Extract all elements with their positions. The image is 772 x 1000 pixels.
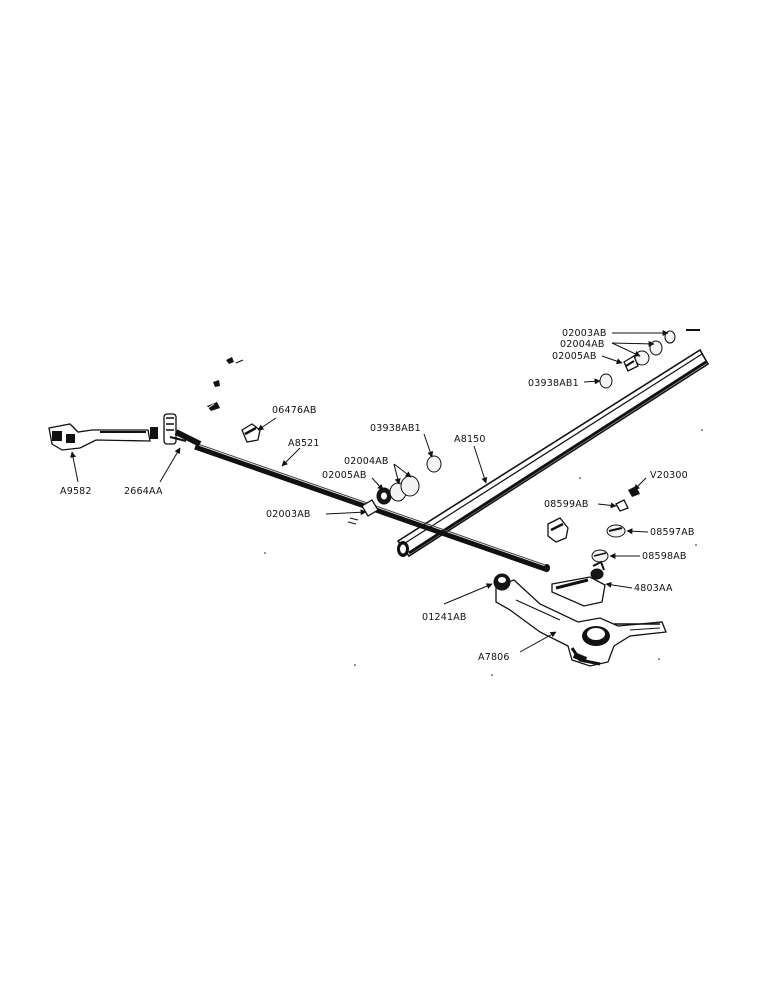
label-06476ab: 06476AB <box>272 405 317 416</box>
label-2664aa: 2664AA <box>124 486 163 497</box>
label-02005ab-top: 02005AB <box>552 351 597 362</box>
part-labels: A9582 2664AA 06476AB A8521 03938AB1 A815… <box>60 328 695 663</box>
hardware-stack-right <box>547 486 640 563</box>
label-a9582: A9582 <box>60 486 92 497</box>
nut-06476ab <box>241 423 261 443</box>
hardware-stack-middle <box>347 455 442 525</box>
label-4803aa: 4803AA <box>634 583 673 594</box>
tube-a8150 <box>396 348 710 558</box>
steering-arm-a7806 <box>493 573 667 667</box>
label-08599ab: 08599AB <box>544 499 589 510</box>
print-specks <box>264 429 703 676</box>
label-v20300: V20300 <box>650 470 688 481</box>
ball-socket-4803aa <box>551 560 606 607</box>
label-a7806: A7806 <box>478 652 510 663</box>
small-parts-left <box>207 357 244 411</box>
clevis-a9582 <box>48 423 158 451</box>
label-02004ab-mid: 02004AB <box>344 456 389 467</box>
label-08598ab: 08598AB <box>642 551 687 562</box>
label-a8150: A8150 <box>454 434 486 445</box>
label-08597ab: 08597AB <box>650 527 695 538</box>
label-03938ab1-top: 03938AB1 <box>528 378 579 389</box>
label-03938ab1-mid: 03938AB1 <box>370 423 421 434</box>
label-a8521: A8521 <box>288 438 320 449</box>
label-02004ab-top: 02004AB <box>560 339 605 350</box>
leader-lines <box>70 330 669 653</box>
label-01241ab: 01241AB <box>422 612 467 623</box>
rod-end-2664aa <box>163 413 202 447</box>
label-02003ab-mid: 02003AB <box>266 509 311 520</box>
hardware-stack-top <box>599 329 700 389</box>
label-02005ab-mid: 02005AB <box>322 470 367 481</box>
label-02003ab-top: 02003AB <box>562 328 607 339</box>
